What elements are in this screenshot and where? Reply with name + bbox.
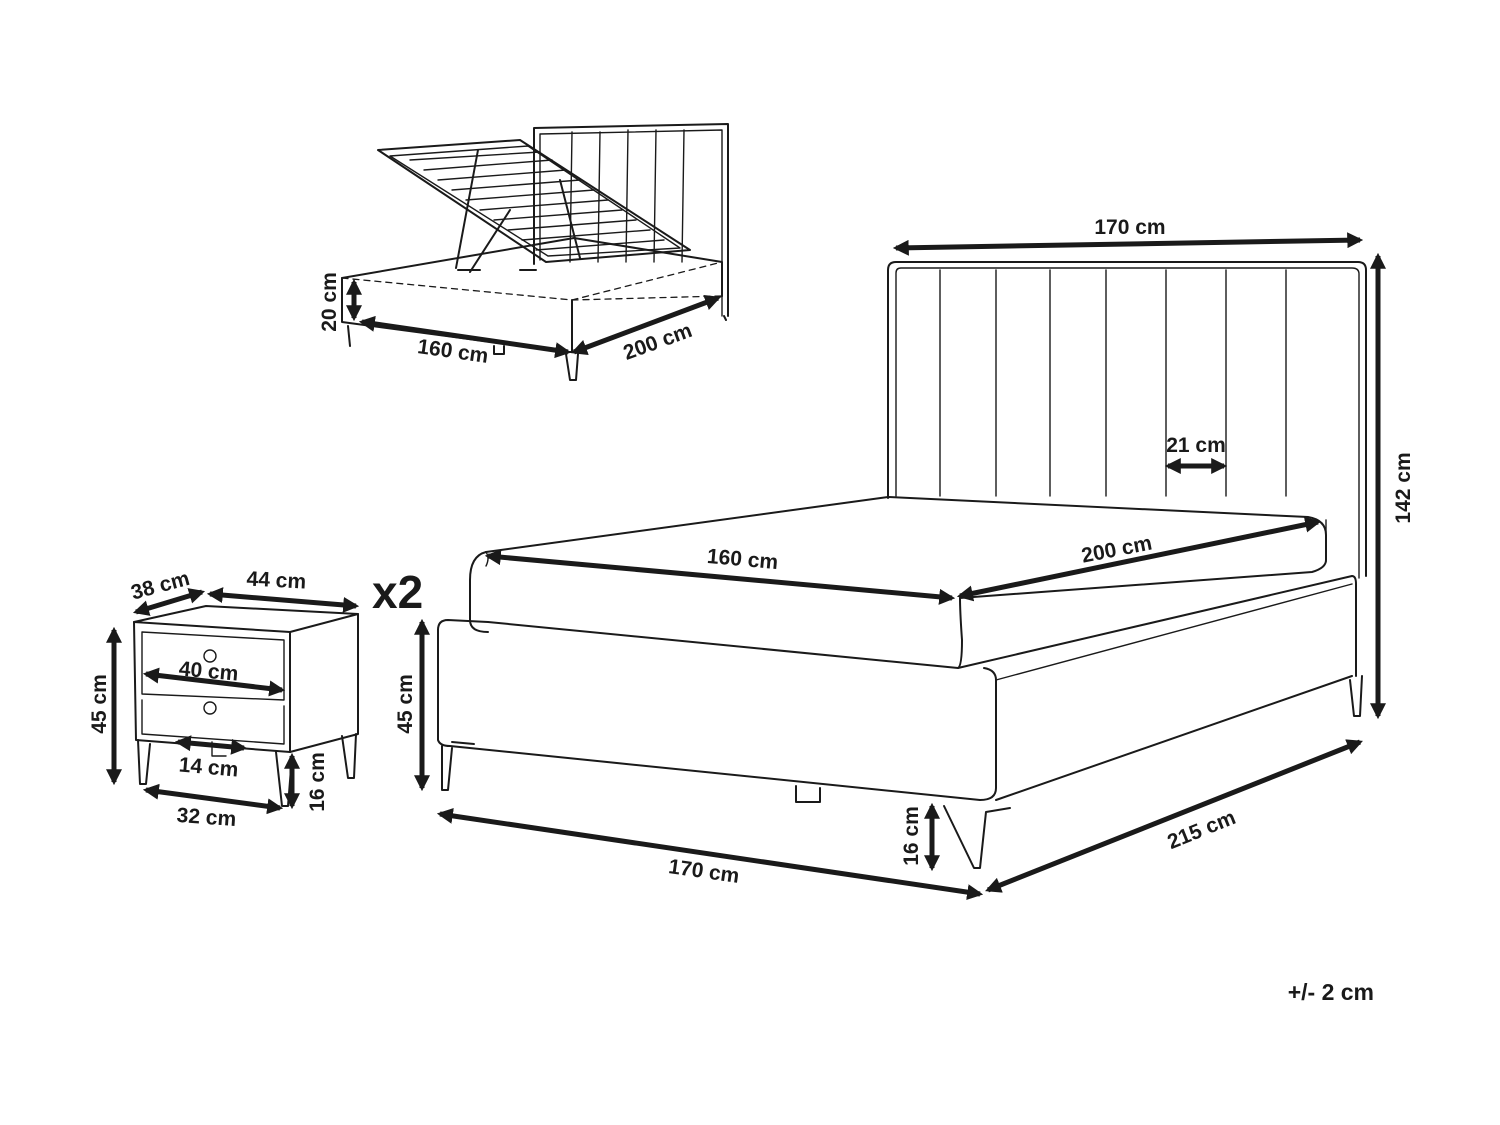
nightstand-width-label: 44 cm — [246, 567, 307, 593]
nightstand-base-width-label: 32 cm — [176, 804, 237, 831]
mattress — [469, 496, 1327, 669]
bed-leg-height-label: 16 cm — [900, 806, 923, 866]
mattress-width-label: 160 cm — [706, 545, 779, 574]
nightstand-dimensions — [105, 587, 360, 815]
nightstand-leg-height-label: 16 cm — [306, 752, 329, 812]
nightstand-count-label: x2 — [372, 566, 423, 618]
leg-gap-label: 14 cm — [178, 753, 239, 781]
bed-front-width-label: 170 cm — [667, 855, 741, 888]
headboard — [887, 261, 1367, 579]
bed-height-label: 142 cm — [1392, 452, 1415, 523]
bed-base-height-label: 45 cm — [394, 674, 417, 734]
nightstand-height-label: 45 cm — [88, 674, 111, 734]
headboard-panel-width-label: 21 cm — [1166, 434, 1226, 457]
drawer-width-label: 40 cm — [178, 657, 239, 685]
storage-length-label: 200 cm — [620, 319, 695, 365]
main-bed-dimensions — [413, 232, 1387, 901]
storage-height-label: 20 cm — [318, 272, 341, 332]
storage-bed-dimensions — [345, 278, 721, 359]
bed-headboard-width-label: 170 cm — [1094, 216, 1165, 239]
tolerance-label: +/- 2 cm — [1288, 979, 1374, 1005]
